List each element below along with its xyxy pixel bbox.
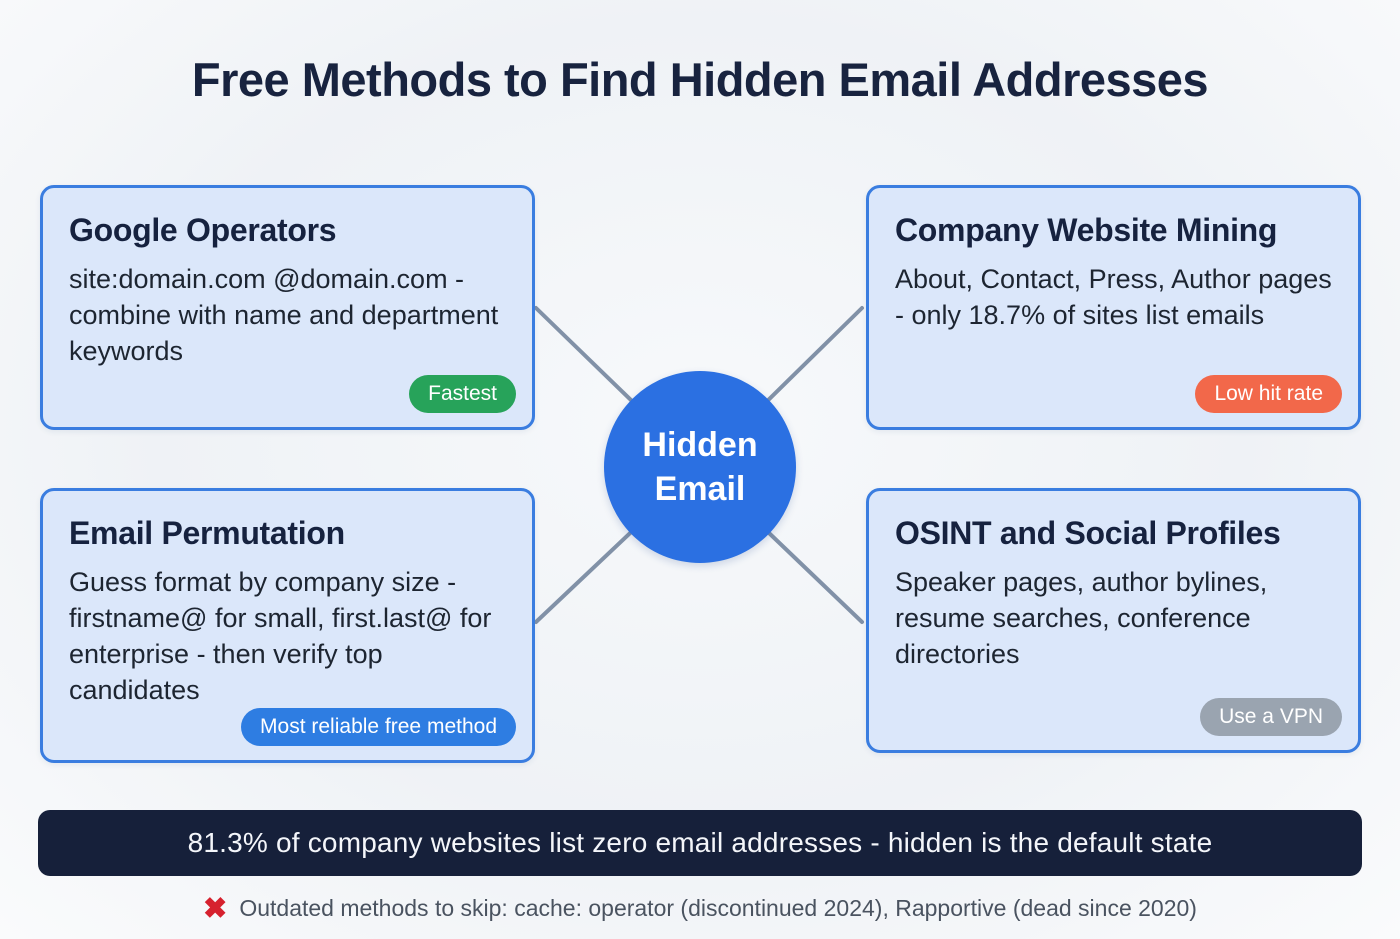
- footnote: ✖ Outdated methods to skip: cache: operat…: [0, 891, 1400, 926]
- card-osint-social-profiles: OSINT and Social Profiles Speaker pages,…: [866, 488, 1361, 753]
- card-body: Guess format by company size - firstname…: [69, 567, 492, 705]
- card-title: Google Operators: [69, 212, 337, 248]
- footnote-text: Outdated methods to skip: cache: operato…: [239, 895, 1197, 921]
- page-title: Free Methods to Find Hidden Email Addres…: [191, 53, 1209, 106]
- card-title: Email Permutation: [69, 515, 345, 551]
- stat-banner-text: 81.3% of company websites list zero emai…: [187, 827, 1213, 858]
- card-google-operators: Google Operators site:domain.com @domain…: [40, 185, 535, 430]
- card-title: Company Website Mining: [895, 212, 1278, 248]
- card-title: OSINT and Social Profiles: [895, 515, 1281, 551]
- center-node-label: Hidden Email: [642, 425, 758, 508]
- badge-low-hit-rate: Low hit rate: [1195, 375, 1342, 413]
- badge-use-a-vpn: Use a VPN: [1200, 698, 1342, 736]
- card-body: About, Contact, Press, Author pages - on…: [895, 264, 1332, 330]
- red-x-icon: ✖: [203, 893, 228, 925]
- stat-banner: 81.3% of company websites list zero emai…: [38, 810, 1362, 876]
- card-email-permutation: Email Permutation Guess format by compan…: [40, 488, 535, 763]
- center-node-hidden-email: Hidden Email: [604, 371, 796, 563]
- card-company-website-mining: Company Website Mining About, Contact, P…: [866, 185, 1361, 430]
- badge-fastest: Fastest: [409, 375, 516, 413]
- badge-most-reliable: Most reliable free method: [241, 708, 516, 746]
- card-body: site:domain.com @domain.com - combine wi…: [69, 264, 499, 366]
- card-body: Speaker pages, author bylines, resume se…: [895, 567, 1268, 669]
